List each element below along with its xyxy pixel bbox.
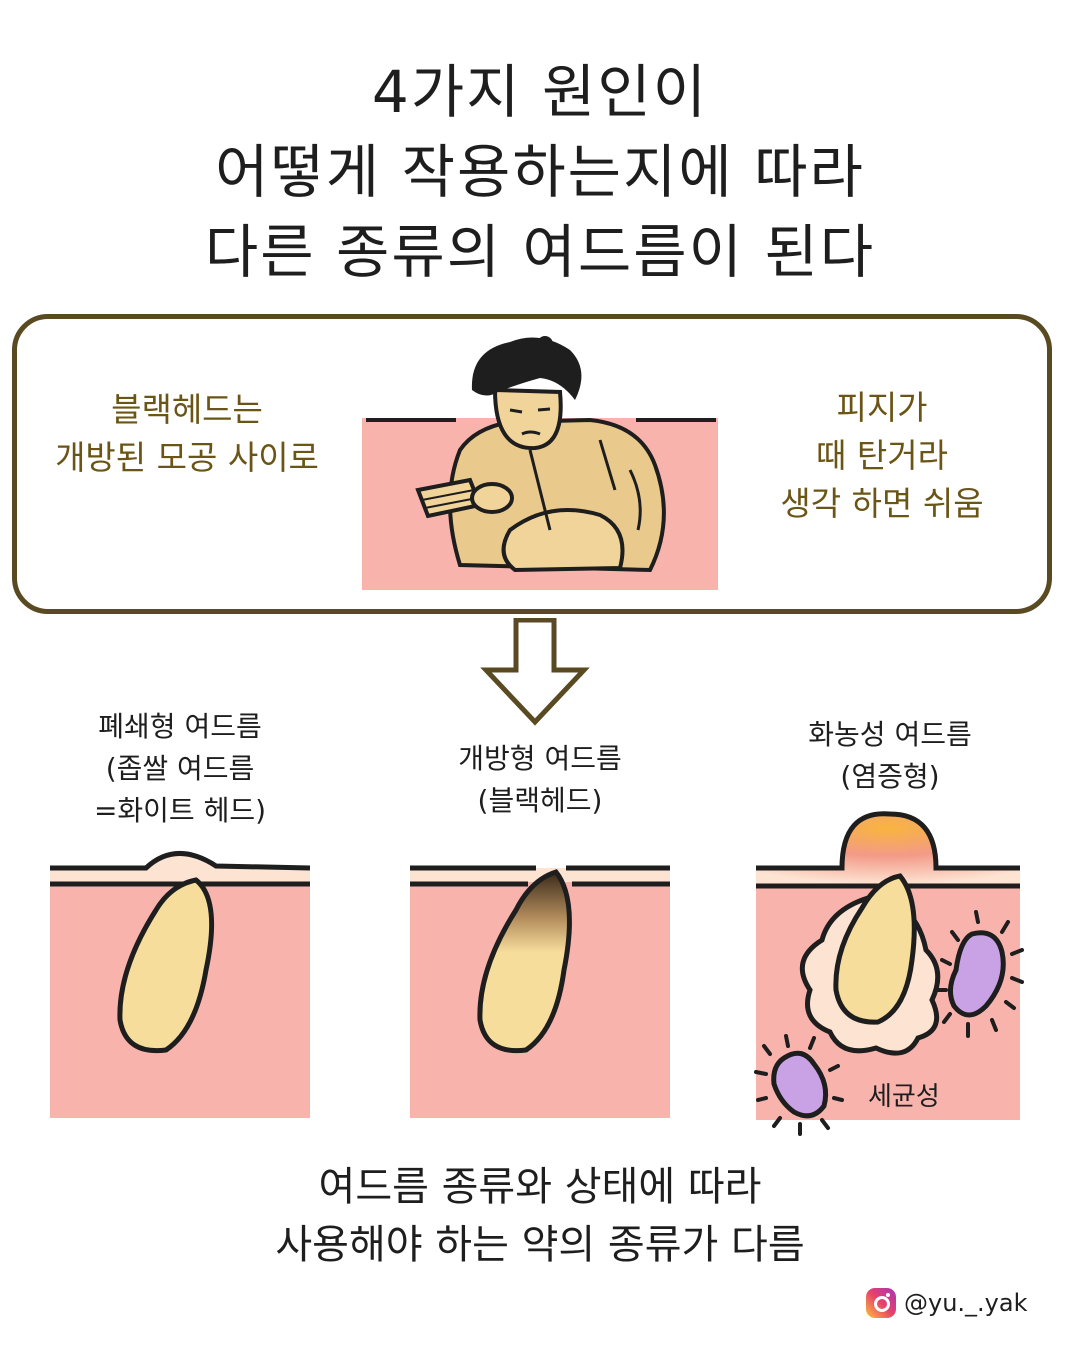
bacterium-icon	[934, 910, 1024, 1038]
panel-left-text: 블랙헤드는 개방된 모공 사이로	[22, 386, 352, 482]
pustular-label-line-2: (염증형)	[840, 760, 940, 793]
blackhead-illustration	[410, 865, 670, 1118]
skin-surface-right	[636, 418, 716, 422]
page-title: 4가지 원인이 어떻게 작용하는지에 따라 다른 종류의 여드름이 된다	[0, 52, 1080, 292]
panel-left-line-1: 블랙헤드는	[111, 390, 263, 429]
skin-surface-left	[366, 418, 456, 422]
whitehead-illustration	[50, 851, 311, 1118]
pustule-illustration	[754, 811, 1024, 1136]
crouching-person-illustration	[415, 336, 666, 573]
instagram-icon	[866, 1288, 896, 1318]
pustular-acne-label: 화농성 여드름 (염증형)	[750, 714, 1030, 798]
bottom-line-1: 여드름 종류와 상태에 따라	[318, 1164, 762, 1210]
author-handle: @yu._.yak	[904, 1289, 1028, 1317]
panel-right-line-1: 피지가	[836, 388, 928, 427]
closed-label-line-3: =화이트 헤드)	[93, 794, 267, 827]
title-line-3: 다른 종류의 여드름이 된다	[204, 218, 876, 286]
title-line-1: 4가지 원인이	[371, 58, 709, 126]
open-label-line-1: 개방형 여드름	[458, 742, 622, 775]
author-credit[interactable]: @yu._.yak	[866, 1285, 1027, 1321]
title-line-2: 어떻게 작용하는지에 따라	[215, 138, 865, 206]
panel-right-line-3: 생각 하면 쉬움	[780, 484, 984, 523]
down-arrow-icon	[480, 618, 590, 726]
bacteria-label: 세균성	[868, 1082, 940, 1112]
panel-right-line-2: 때 탄거라	[816, 436, 948, 475]
pustular-label-line-1: 화농성 여드름	[808, 718, 972, 751]
bacterium-icon	[754, 1034, 844, 1136]
closed-comedone-label: 폐쇄형 여드름 (좁쌀 여드름 =화이트 헤드)	[40, 706, 320, 832]
closed-label-line-2: (좁쌀 여드름	[105, 752, 255, 785]
open-label-line-2: (블랙헤드)	[477, 784, 603, 817]
bottom-caption: 여드름 종류와 상태에 따라 사용해야 하는 약의 종류가 다름	[0, 1158, 1080, 1274]
bottom-line-2: 사용해야 하는 약의 종류가 다름	[275, 1222, 805, 1268]
closed-label-line-1: 폐쇄형 여드름	[98, 710, 262, 743]
open-comedone-label: 개방형 여드름 (블랙헤드)	[400, 738, 680, 822]
panel-left-line-2: 개방된 모공 사이로	[55, 438, 319, 477]
panel-right-text: 피지가 때 탄거라 생각 하면 쉬움	[752, 384, 1012, 528]
